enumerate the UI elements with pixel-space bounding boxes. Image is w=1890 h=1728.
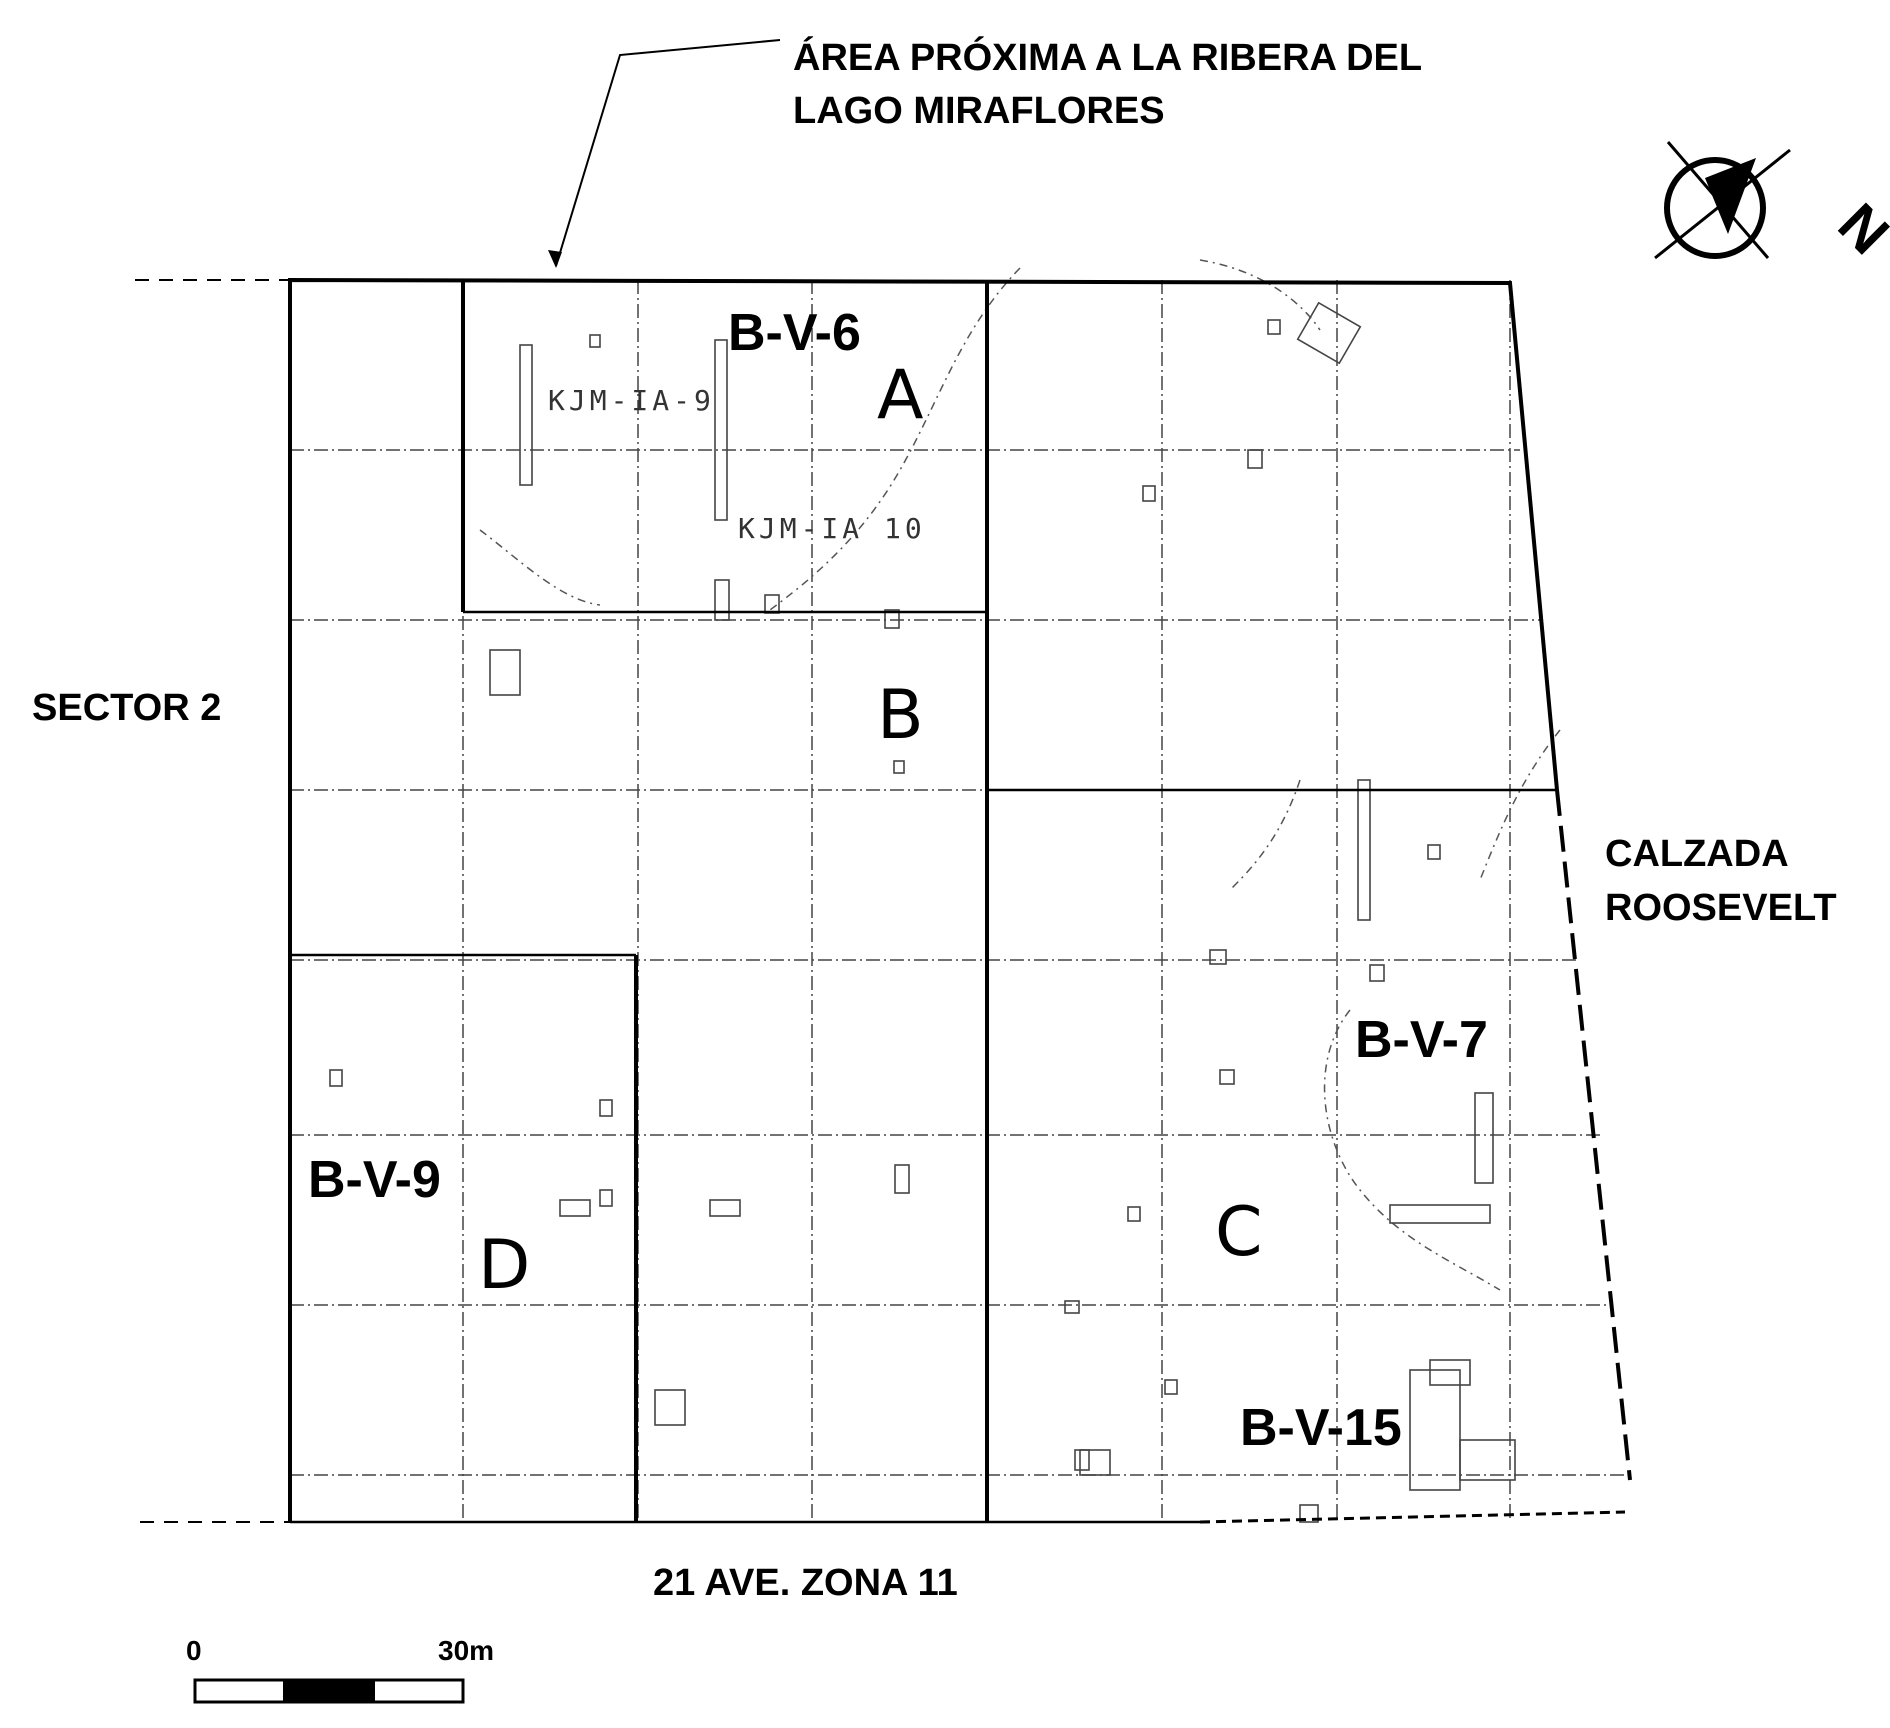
boundary-extension-lines xyxy=(135,279,290,1523)
calzada-label-line2: ROOSEVELT xyxy=(1605,887,1837,929)
leader-arrowhead xyxy=(548,250,562,268)
zone-label-a: A xyxy=(877,356,924,435)
mound-label-bv15: B-V-15 xyxy=(1240,1399,1402,1457)
zone-label-d: D xyxy=(478,1226,530,1305)
scale-bar-start-label: 0 xyxy=(186,1635,202,1666)
sector-2-label: SECTOR 2 xyxy=(32,687,221,729)
site-code-kjm-ia-9: KJM-IA-9 xyxy=(548,384,715,417)
scale-bar-end-label: 30m xyxy=(438,1635,494,1666)
lake-area-label-line2: LAGO MIRAFLORES xyxy=(793,90,1165,132)
lake-annotation: ÁREA PRÓXIMA A LA RIBERA DEL LAGO MIRAFL… xyxy=(548,35,1422,268)
leader-line xyxy=(555,39,781,267)
zone-label-b: B xyxy=(877,676,924,755)
site-code-kjm-ia-10: KJM-IA 10 xyxy=(738,512,926,545)
mound-structures xyxy=(329,301,1516,1523)
calzada-label-line1: CALZADA xyxy=(1605,833,1789,875)
mound-label-bv7: B-V-7 xyxy=(1355,1011,1488,1069)
avenue-label: 21 AVE. ZONA 11 xyxy=(653,1562,958,1604)
contour-lines xyxy=(479,259,1561,1291)
scale-bar: 0 30m xyxy=(186,1635,494,1704)
mound-label-bv9: B-V-9 xyxy=(308,1151,441,1209)
zone-label-c: C xyxy=(1215,1193,1262,1272)
survey-grid xyxy=(290,280,1630,1522)
north-arrow-icon: N xyxy=(1654,141,1890,267)
north-letter: N xyxy=(1826,191,1890,267)
lake-area-label-line1: ÁREA PRÓXIMA A LA RIBERA DEL xyxy=(793,35,1422,79)
zone-boundaries xyxy=(290,280,1557,1522)
site-boundary xyxy=(288,277,1632,1524)
mound-label-bv6: B-V-6 xyxy=(728,304,861,362)
